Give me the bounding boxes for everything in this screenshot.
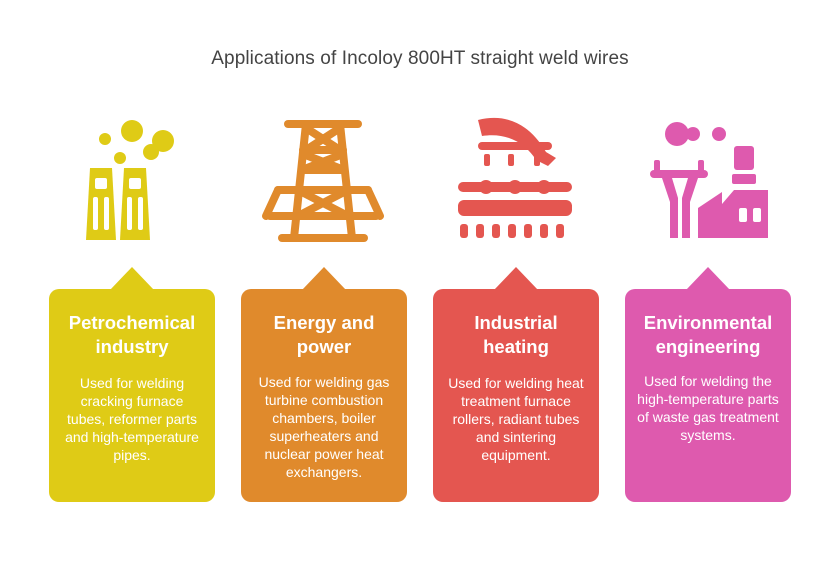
card-description: Used for welding gas turbine combustion … <box>258 374 390 480</box>
conveyor-rollers-icon <box>450 112 580 248</box>
card-description: Used for welding the high-temperature pa… <box>637 373 779 443</box>
card-description: Used for welding cracking furnace tubes,… <box>65 375 199 463</box>
card-environmental-engineering: Environmental engineering Used for weldi… <box>625 267 791 502</box>
diagram-title: Applications of Incoloy 800HT straight w… <box>211 48 629 69</box>
card-energy-and-power: Energy and power Used for welding gas tu… <box>241 267 407 502</box>
card-title: Environmental engineering <box>643 312 773 357</box>
card-industrial-heating: Industrial heating Used for welding heat… <box>433 267 599 502</box>
card-title: Energy and power <box>273 312 375 357</box>
card-petrochemical-industry: Petrochemical industry Used for welding … <box>49 267 215 502</box>
card-title: Petrochemical industry <box>68 312 196 357</box>
factory-chimneys-smoke-icon <box>66 112 196 248</box>
card-title: Industrial heating <box>474 312 558 357</box>
card-description: Used for welding heat treatment furnace … <box>448 375 584 463</box>
power-tower-icon <box>258 112 388 248</box>
factory-power-line-icon <box>642 112 772 248</box>
